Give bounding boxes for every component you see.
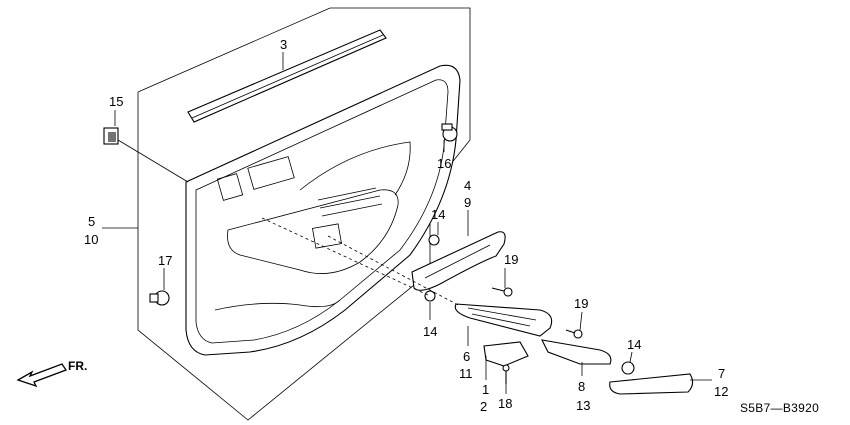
front-label: FR. bbox=[68, 359, 87, 373]
screw-14-right bbox=[621, 361, 635, 375]
diagram-code: S5B7—B3920 bbox=[740, 401, 819, 415]
grab-handle bbox=[609, 373, 694, 395]
callout-6: 6 bbox=[463, 349, 470, 364]
leader-lines bbox=[102, 52, 712, 394]
callout-12: 12 bbox=[714, 384, 728, 399]
callout-19-lower: 19 bbox=[574, 296, 588, 311]
callout-5: 5 bbox=[88, 214, 95, 229]
weatherstrip bbox=[187, 29, 387, 123]
callout-17: 17 bbox=[158, 253, 172, 268]
screw-18 bbox=[502, 364, 510, 384]
callout-10: 10 bbox=[84, 232, 98, 247]
callout-15: 15 bbox=[109, 94, 123, 109]
callout-19-upper: 19 bbox=[504, 252, 518, 267]
screw-14-lower bbox=[424, 290, 436, 302]
handle-base bbox=[483, 341, 529, 367]
callout-14-right: 14 bbox=[627, 337, 641, 352]
front-arrow-icon bbox=[16, 363, 67, 388]
callout-9: 9 bbox=[464, 195, 471, 210]
clip-17 bbox=[149, 290, 170, 306]
callout-8: 8 bbox=[578, 379, 585, 394]
callout-1: 1 bbox=[482, 382, 489, 397]
callout-4: 4 bbox=[464, 178, 471, 193]
inner-handle bbox=[454, 303, 553, 337]
callout-18: 18 bbox=[498, 396, 512, 411]
screw-14-upper bbox=[428, 234, 440, 246]
callout-16: 16 bbox=[437, 156, 451, 171]
screw-19-upper bbox=[491, 287, 513, 297]
callout-7: 7 bbox=[718, 366, 725, 381]
clip-16 bbox=[441, 123, 458, 142]
screw-19-lower bbox=[565, 329, 583, 339]
clip-15 bbox=[103, 127, 119, 145]
switch-panel bbox=[411, 231, 506, 291]
callout-3: 3 bbox=[280, 37, 287, 52]
callout-14-lower: 14 bbox=[423, 324, 437, 339]
door-lining-panel bbox=[185, 64, 461, 356]
callout-13: 13 bbox=[576, 398, 590, 413]
callout-11: 11 bbox=[459, 366, 473, 381]
callout-14-upper: 14 bbox=[431, 207, 445, 222]
pull-pocket bbox=[541, 339, 612, 365]
callout-2: 2 bbox=[480, 399, 487, 414]
